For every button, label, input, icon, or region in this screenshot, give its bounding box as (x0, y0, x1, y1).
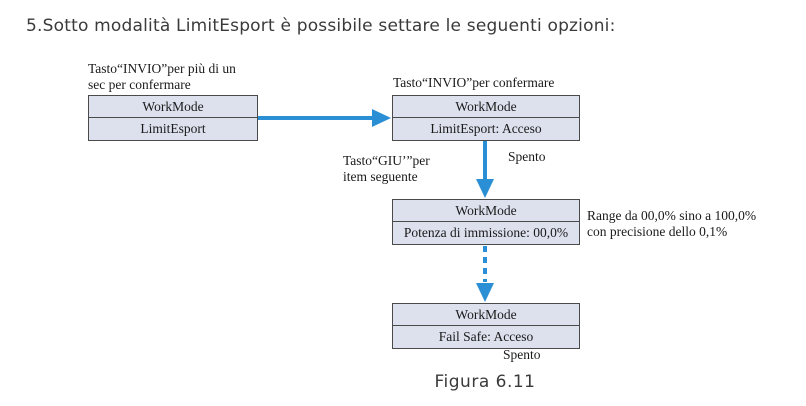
down-key-line2: item seguente (343, 169, 418, 184)
box-title: WorkMode (89, 96, 257, 118)
box-title: WorkMode (393, 304, 579, 326)
limitesport-alt-value: Spento (508, 149, 546, 164)
section-heading: 5.Sotto modalità LimitEsport è possibile… (26, 16, 616, 36)
box-value: Potenza di immissione: 00,0% (393, 222, 579, 244)
enter-long-press-note: Tasto“INVIO”per più di un sec per confer… (88, 61, 236, 93)
arrow-down-dashed (476, 246, 494, 302)
enter-confirm-note: Tasto“INVIO”per confermare (393, 75, 555, 90)
limitesport-toggle-box: WorkMode LimitEsport: Acceso (392, 95, 580, 141)
down-key-note: Tasto“GIU’”per item seguente (343, 153, 430, 185)
range-note: Range da 00,0% sino a 100,0% con precisi… (587, 208, 756, 240)
box-value: LimitEsport: Acceso (393, 118, 579, 140)
figure-caption: Figura 6.11 (434, 372, 536, 392)
fail-safe-box: WorkMode Fail Safe: Acceso (392, 303, 580, 349)
enter-long-press-line2: sec per confermare (88, 77, 191, 92)
box-title: WorkMode (393, 96, 579, 118)
box-title: WorkMode (393, 200, 579, 222)
fail-safe-alt-value: Spento (503, 347, 541, 362)
enter-long-press-line1: Tasto“INVIO”per più di un (88, 61, 236, 76)
export-power-box: WorkMode Potenza di immissione: 00,0% (392, 199, 580, 245)
range-line2: con precisione dello 0,1% (587, 224, 728, 239)
down-key-line1: Tasto“GIU’”per (343, 153, 430, 168)
arrow-down-solid (476, 141, 494, 198)
arrow-right (258, 109, 391, 127)
box-value: LimitEsport (89, 118, 257, 140)
workmode-limitesport-box: WorkMode LimitEsport (88, 95, 258, 141)
range-line1: Range da 00,0% sino a 100,0% (587, 208, 757, 223)
box-value: Fail Safe: Acceso (393, 326, 579, 348)
